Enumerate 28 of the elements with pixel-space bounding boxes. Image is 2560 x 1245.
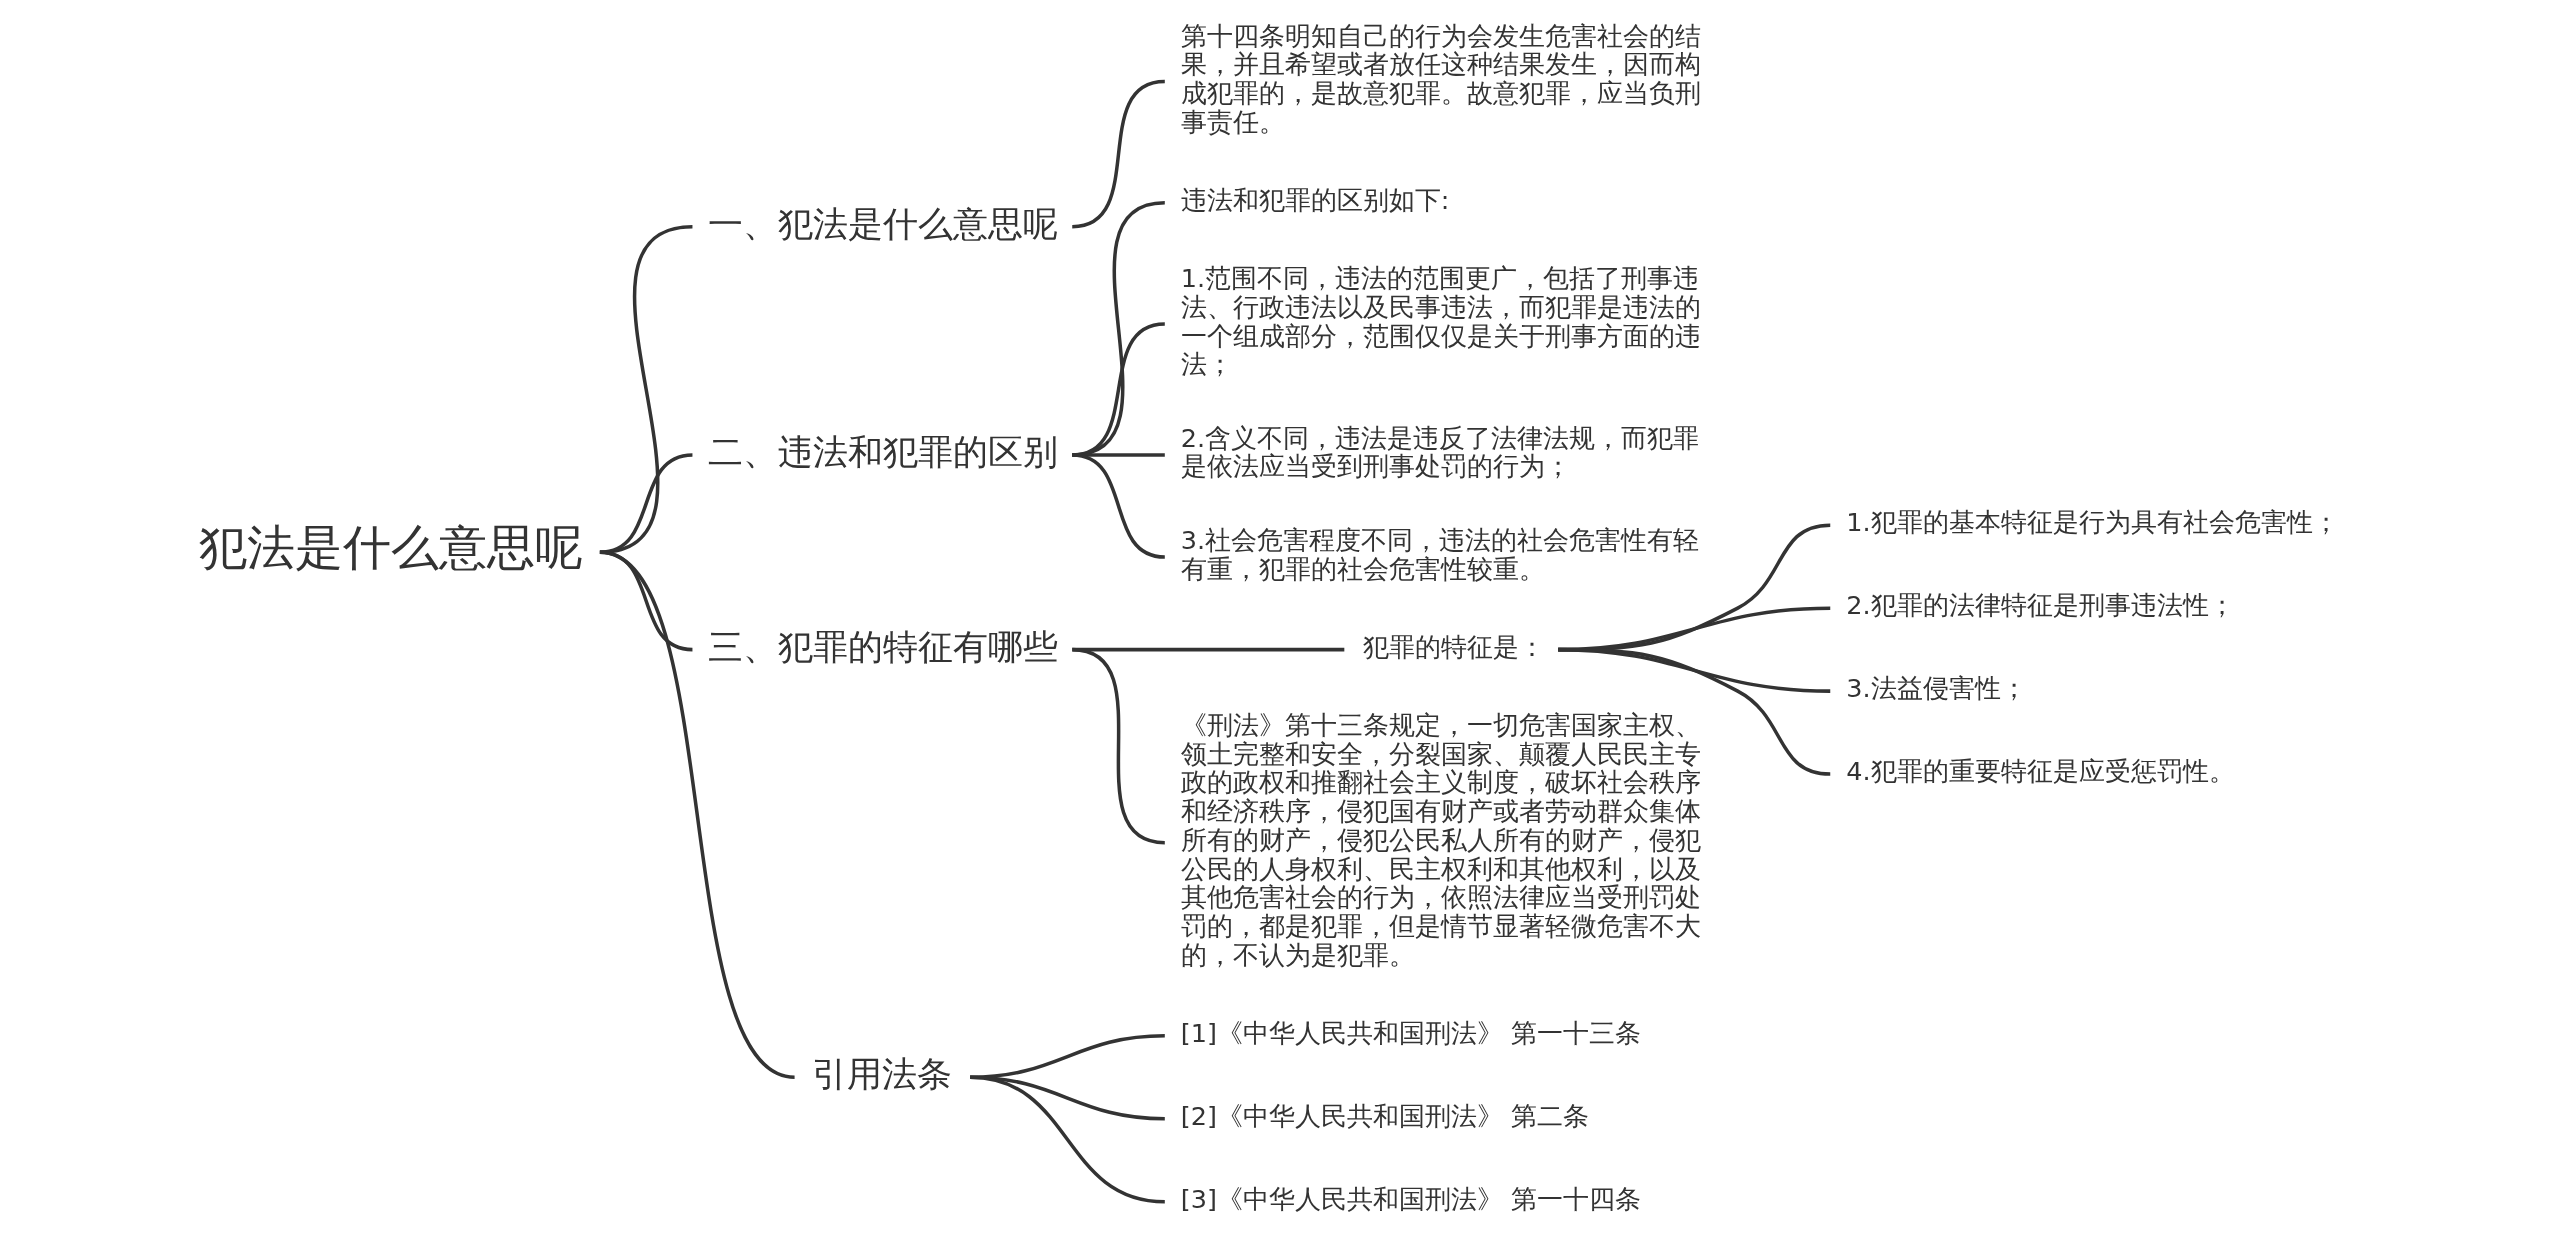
connector [969,1034,1165,1080]
node-text: 《刑法》第十三条规定，一切危害国家主权、领土完整和安全，分裂国家、颠覆人民民主专政的政权和推翻社会主义制度，破坏社会秩序和经济秩序，侵犯国有财产或者劳动群众集体所有的财产，侵犯公民私人所有的财产，侵犯公民的人身权利、民主权利和其他权利，以及其他危害社会的行为，依照法律应当受刑罚处罚的，都是犯罪，但是情节显著轻微危害不大的，不认为是犯罪。 [1180,709,1701,970]
connector [969,1075,1165,1204]
connector [1071,647,1165,845]
node-text: 2.犯罪的法律特征是刑事违法性； [1845,590,2235,621]
node-text: 违法和犯罪的区别如下: [1180,184,1449,215]
node-text: 二、违法和犯罪的区别 [707,430,1058,472]
connector [598,550,795,1079]
connector [599,453,693,554]
node-text: 3.法益侵害性； [1845,673,2027,704]
node-text: 三、犯罪的特征有哪些 [707,625,1058,667]
node-text: 一、犯法是什么意思呢 [707,202,1058,244]
connector [1071,453,1165,559]
node-text: [1]《中华人民共和国刑法》 第一十三条 [1180,1017,1641,1048]
node-text: 1.范围不同，违法的范围更广，包括了刑事违法、行政违法以及民事违法，而犯罪是违法的一个组成部分，范围仅仅是关于刑事方面的违法； [1180,263,1701,380]
node-text: 2.含义不同，违法是违反了法律法规，而犯罪是依法应当受到刑事处罚的行为； [1180,422,1699,482]
connector [1071,79,1165,229]
node-text: [2]《中华人民共和国刑法》 第二条 [1180,1100,1589,1131]
node-text: 引用法条 [811,1053,952,1095]
node-text: 犯罪的特征是： [1362,631,1545,662]
node-text: 3.社会危害程度不同，违法的社会危害性有轻有重，犯罪的社会危害性较重。 [1180,524,1699,584]
node-text: 1.犯罪的基本特征是行为具有社会危害性； [1845,507,2339,538]
node-text: 4.犯罪的重要特征是应受惩罚性。 [1845,756,2235,787]
connector [599,225,693,554]
node-text: 犯法是什么意思呢 [198,520,583,576]
connector [1557,647,1830,776]
node-text: 第十四条明知自己的行为会发生危害社会的结果，并且希望或者放任这种结果发生，因而构成犯罪的，是故意犯罪。故意犯罪，应当负刑事责任。 [1180,20,1701,137]
node-text: [3]《中华人民共和国刑法》 第一十四条 [1180,1183,1641,1214]
